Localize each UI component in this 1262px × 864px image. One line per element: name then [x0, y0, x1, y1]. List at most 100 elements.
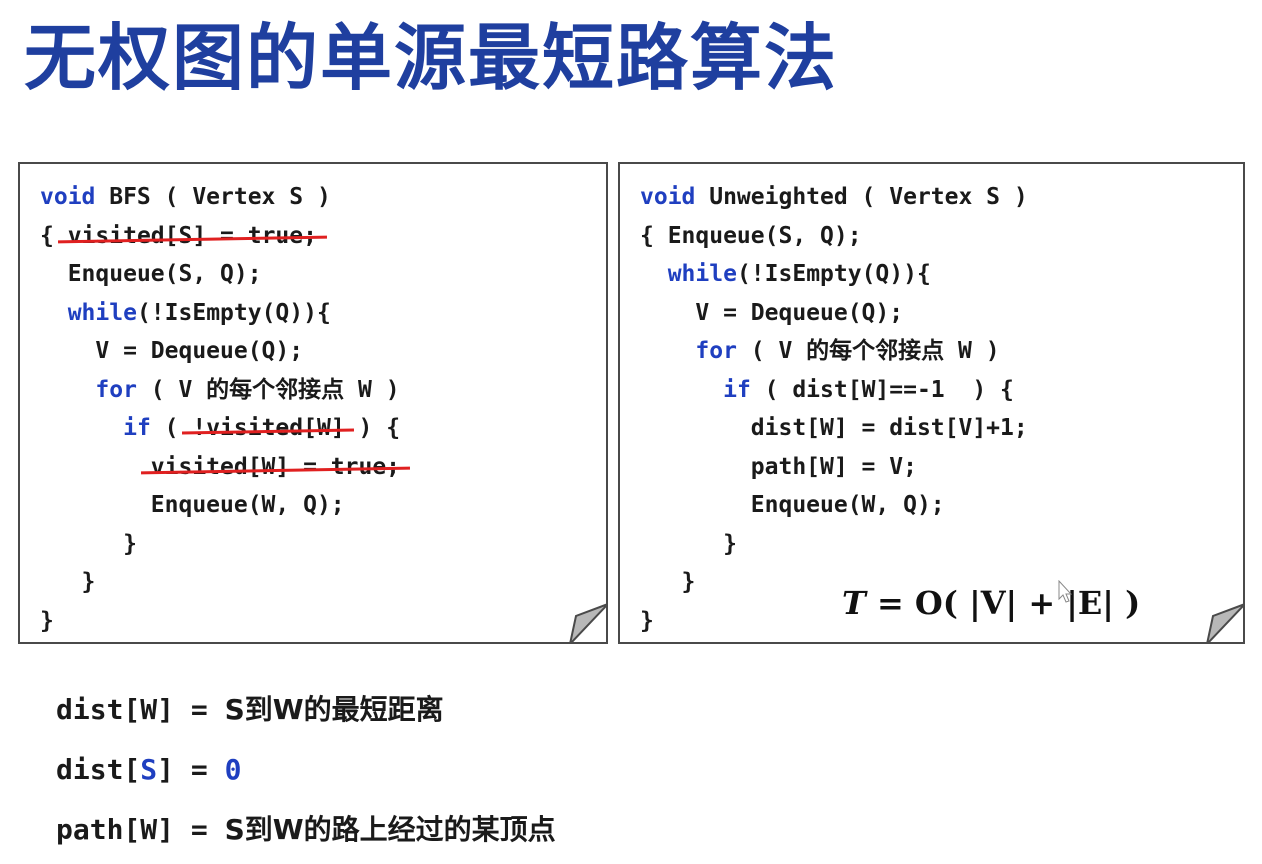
code-indent: [40, 377, 95, 403]
code-line: }: [640, 525, 1028, 564]
code-text: ) {: [344, 415, 401, 441]
code-line: dist[W] = dist[V]+1;: [640, 409, 1028, 448]
code-text: (: [150, 415, 193, 441]
code-line: for ( V 的每个邻接点 W ): [640, 332, 1028, 371]
code-line: Enqueue(S, Q);: [40, 255, 400, 294]
code-text: Unweighted ( Vertex S ): [695, 184, 1028, 210]
code-text: { Enqueue(S, Q);: [640, 222, 862, 249]
definitions-list: dist[W] = S到W的最短距离 dist[S] = 0 path[W] =…: [56, 684, 556, 864]
code-text: }: [81, 569, 96, 595]
code-keyword: void: [640, 184, 696, 210]
struck-code-text: visited[W] = true;: [151, 448, 400, 487]
code-text: V = Dequeue(Q);: [95, 338, 304, 364]
code-text: V = Dequeue(Q);: [695, 299, 904, 326]
definition-code-highlight: S: [140, 753, 158, 786]
code-indent: [40, 454, 151, 480]
code-text: ( V 的每个邻接点 W ): [736, 338, 1000, 364]
code-keyword: for: [95, 376, 137, 403]
code-line: { visited[S] = true;: [40, 217, 400, 256]
code-indent: [40, 338, 95, 364]
code-indent: [640, 569, 682, 595]
code-text: }: [123, 530, 137, 557]
code-line: { Enqueue(S, Q);: [640, 217, 1028, 256]
code-indent: [640, 300, 695, 326]
bfs-code-block: void BFS ( Vertex S ){ visited[S] = true…: [40, 178, 400, 640]
code-keyword: while: [667, 261, 737, 287]
code-text: }: [640, 607, 654, 634]
code-line: Enqueue(W, Q);: [40, 486, 400, 525]
code-indent: [40, 569, 82, 595]
code-text: ( dist[W]==-1 ) {: [750, 376, 1014, 403]
code-line: void BFS ( Vertex S ): [40, 178, 400, 217]
mouse-cursor-icon: [1058, 580, 1072, 603]
complexity-t: T: [842, 584, 866, 622]
code-line: while(!IsEmpty(Q)){: [40, 294, 400, 333]
code-line: }: [40, 563, 400, 602]
code-line: if ( dist[W]==-1 ) {: [640, 371, 1028, 410]
time-complexity: T = O( |V| + |E| ): [842, 584, 1140, 622]
code-text: BFS ( Vertex S ): [95, 184, 331, 210]
definition-dist: dist[W] = S到W的最短距离: [56, 684, 556, 744]
code-line: path[W] = V;: [640, 448, 1028, 487]
slide-title: 无权图的单源最短路算法: [24, 16, 839, 100]
definition-path: path[W] = S到W的路上经过的某顶点: [56, 804, 556, 864]
definition-code: path[W] =: [56, 813, 225, 846]
code-line: }: [640, 602, 1028, 641]
code-line: V = Dequeue(Q);: [40, 332, 400, 371]
code-text: Enqueue(S, Q);: [67, 261, 262, 287]
unweighted-code-block: void Unweighted ( Vertex S ) { Enqueue(S,…: [640, 178, 1028, 640]
complexity-expression: = O( |V| + |E| ): [865, 584, 1141, 622]
definition-code: dist[: [56, 753, 141, 786]
code-text: (!IsEmpty(Q)){: [736, 261, 931, 287]
code-keyword: if: [723, 376, 751, 403]
code-text: path[W] = V;: [750, 453, 917, 480]
definition-value: 0: [224, 753, 242, 786]
definition-text: S到W的路上经过的某顶点: [224, 813, 556, 846]
code-line: Enqueue(W, Q);: [640, 486, 1028, 525]
code-indent: [640, 415, 751, 441]
code-text: Enqueue(W, Q);: [750, 492, 945, 518]
code-line: if ( !visited[W] ) {: [40, 409, 400, 448]
definition-dist-source: dist[S] = 0: [56, 744, 556, 804]
code-text: ( V 的每个邻接点 W ): [136, 376, 400, 403]
code-text: (!IsEmpty(Q)){: [136, 299, 331, 326]
code-line: visited[W] = true;: [40, 448, 400, 487]
code-text: }: [723, 530, 737, 557]
code-indent: [40, 415, 123, 441]
code-keyword: while: [67, 299, 137, 326]
code-line: }: [640, 563, 1028, 602]
code-line: }: [40, 602, 400, 641]
struck-code-text: !visited[W]: [192, 409, 344, 448]
code-keyword: if: [123, 415, 151, 441]
code-indent: [640, 531, 723, 557]
definition-code: dist[W] =: [56, 693, 225, 726]
code-indent: [40, 531, 123, 557]
code-text: Enqueue(W, Q);: [150, 492, 345, 518]
code-keyword: for: [695, 338, 737, 364]
code-line: }: [40, 525, 400, 564]
code-indent: [40, 261, 68, 287]
code-line: while(!IsEmpty(Q)){: [640, 255, 1028, 294]
code-indent: [640, 454, 751, 480]
code-indent: [640, 377, 723, 403]
code-indent: [640, 492, 751, 518]
bfs-code-panel: void BFS ( Vertex S ){ visited[S] = true…: [18, 162, 608, 644]
code-line: V = Dequeue(Q);: [640, 294, 1028, 333]
unweighted-code-panel: void Unweighted ( Vertex S ) { Enqueue(S,…: [618, 162, 1245, 644]
struck-code-text: visited[S] = true;: [68, 217, 317, 256]
code-indent: [40, 492, 151, 518]
code-text: }: [681, 569, 696, 595]
code-text: {: [40, 222, 68, 249]
code-indent: [640, 261, 668, 287]
page-curl-icon: [1205, 603, 1243, 642]
page-curl-icon: [568, 603, 606, 642]
definition-code: ] =: [157, 753, 225, 786]
code-text: dist[W] = dist[V]+1;: [750, 415, 1028, 441]
code-line: for ( V 的每个邻接点 W ): [40, 371, 400, 410]
code-indent: [640, 338, 695, 364]
definition-text: S到W的最短距离: [224, 693, 444, 726]
code-text: }: [40, 607, 54, 634]
code-line: void Unweighted ( Vertex S ): [640, 178, 1028, 217]
code-indent: [40, 300, 68, 326]
code-keyword: void: [40, 184, 96, 210]
